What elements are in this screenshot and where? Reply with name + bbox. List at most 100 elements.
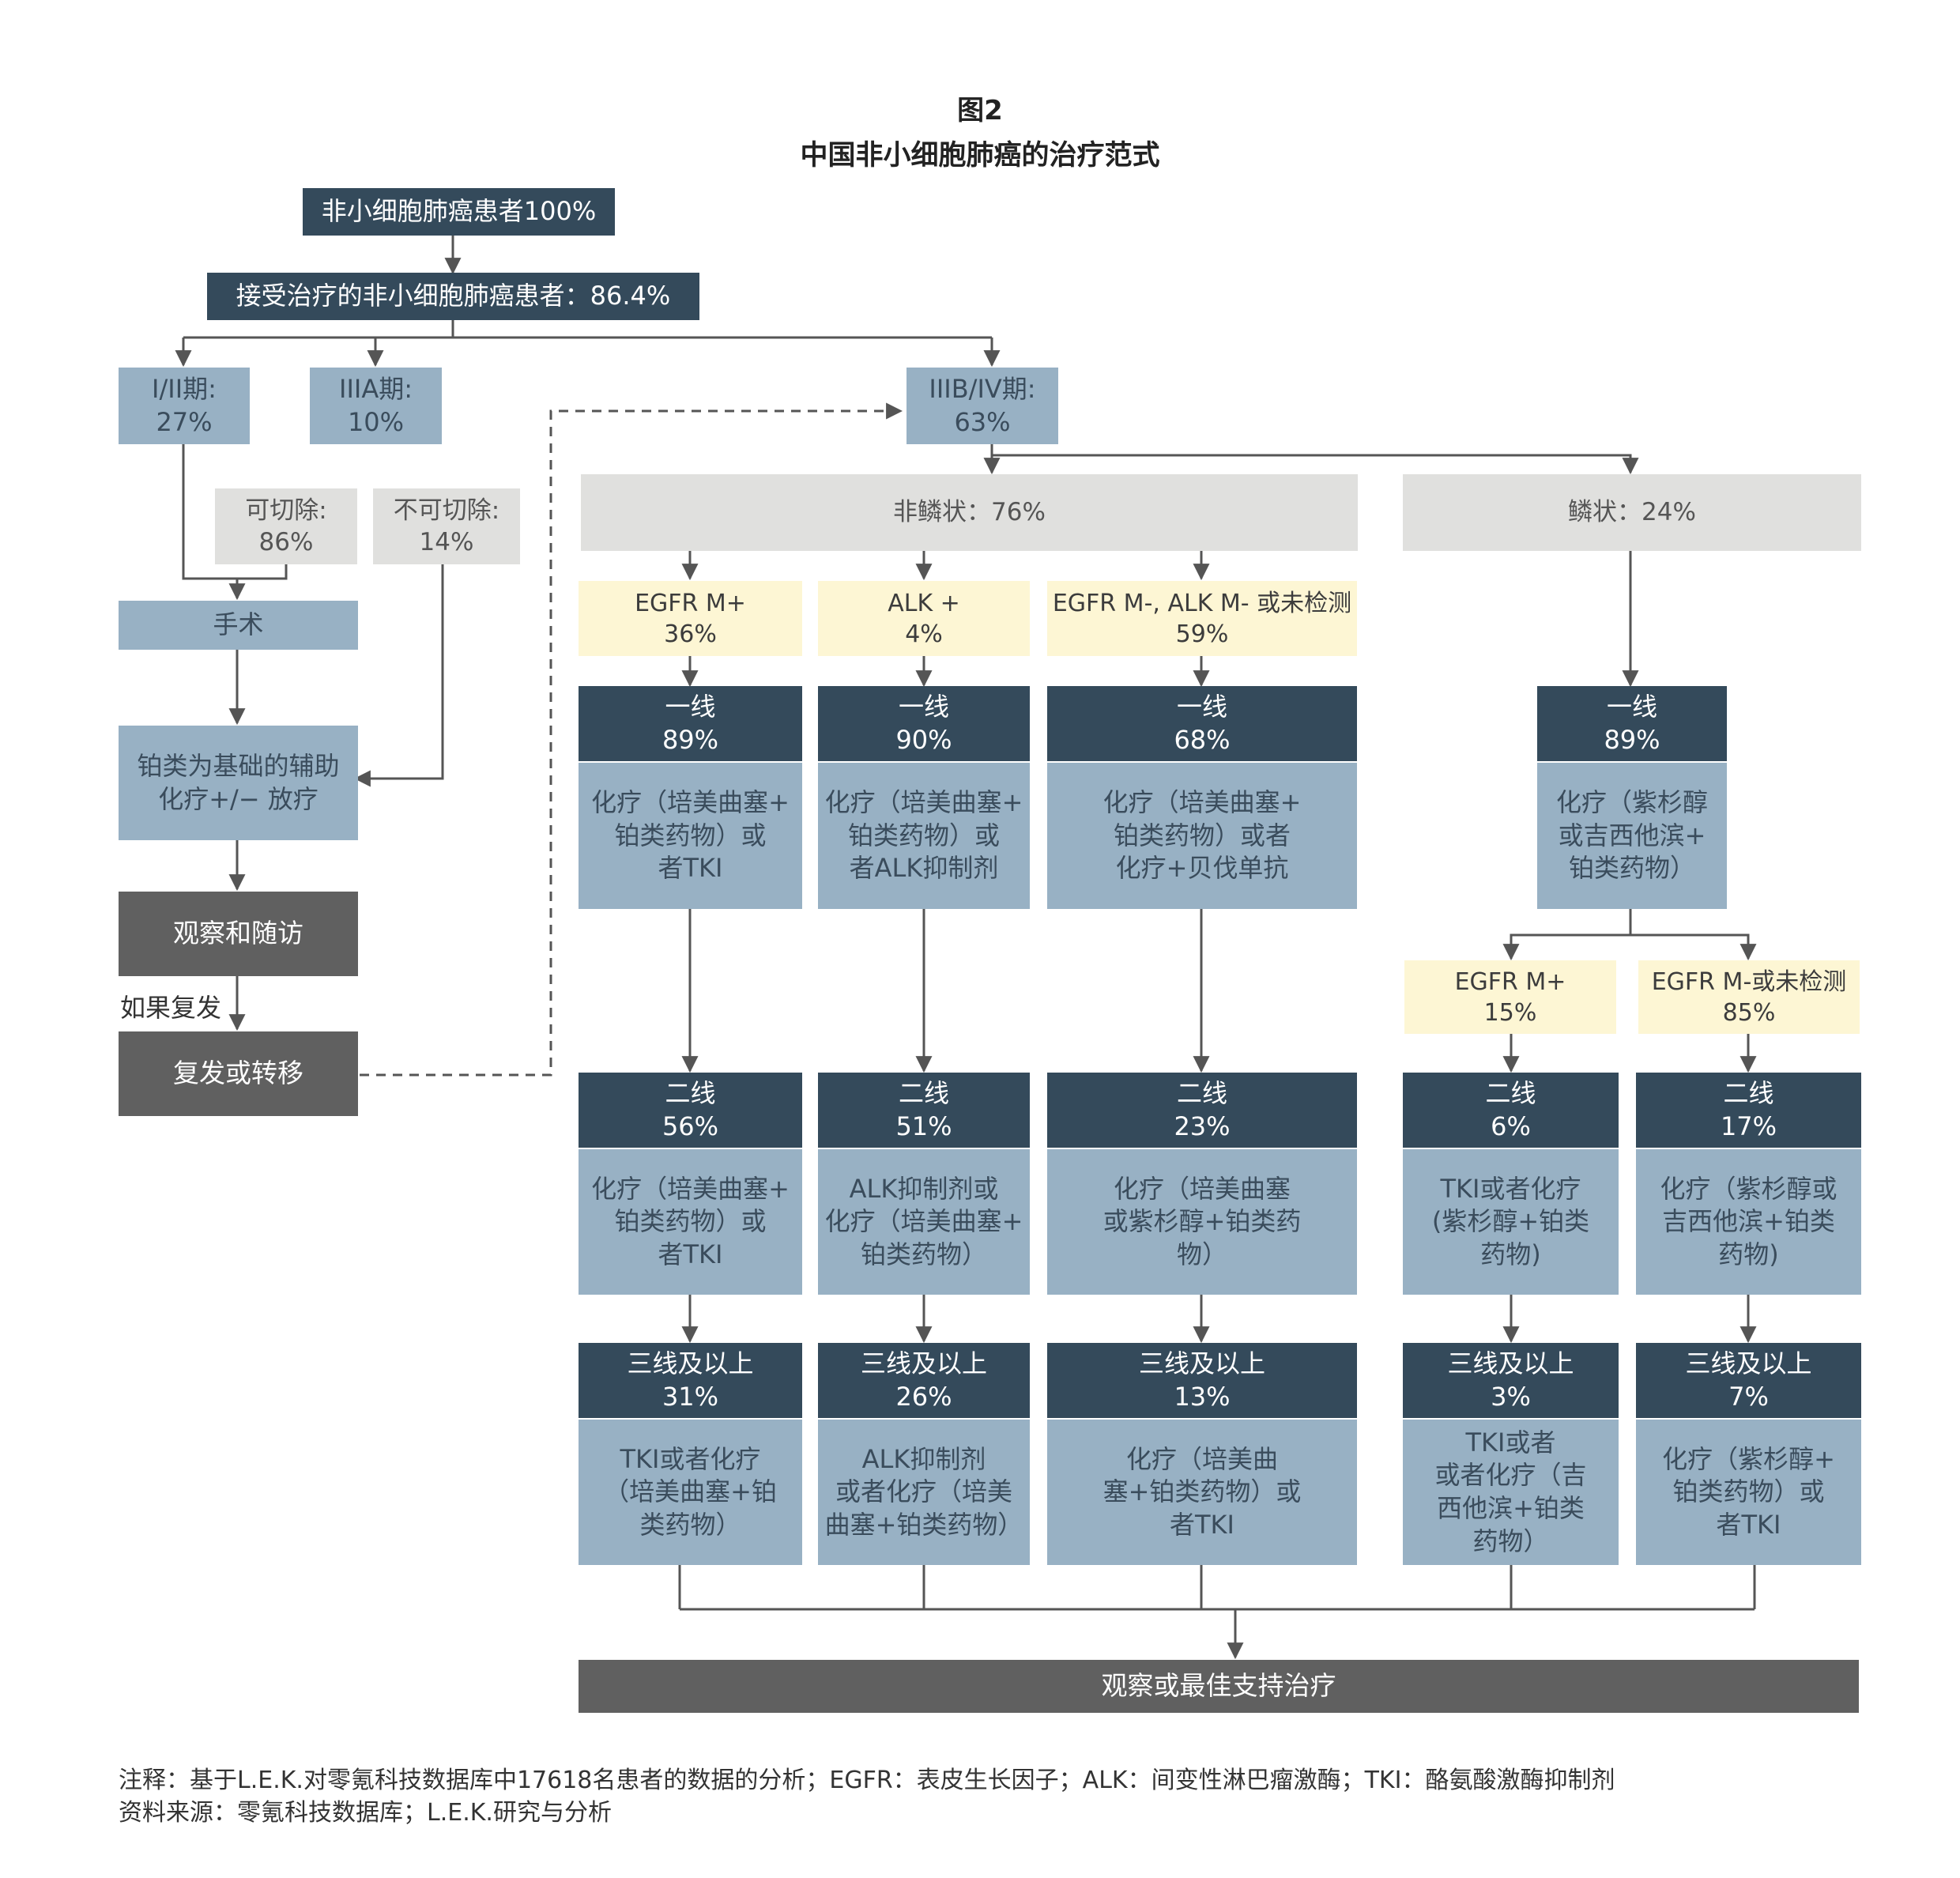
node-text-line: 63% — [954, 406, 1011, 437]
node-line1-alk-treatment: 化疗（培美曲塞+铂类药物）或者ALK抑制剂 — [818, 763, 1030, 909]
node-text-line: 三线及以上 — [1685, 1348, 1812, 1378]
footnote-source: 资料来源：零氪科技数据库；L.E.K.研究与分析 — [119, 1799, 612, 1827]
node-text-line: TKI或者化疗 — [620, 1443, 761, 1474]
node-text-line: EGFR M+ — [1454, 967, 1566, 996]
node-text-line: 4% — [905, 620, 943, 648]
node-text-line: 物） — [1176, 1239, 1227, 1269]
node-alk-positive: ALK + 4% — [818, 581, 1030, 656]
node-text-line: 或者化疗（培美 — [835, 1476, 1012, 1507]
line-stage12-surgery — [182, 444, 237, 580]
node-text-line: 一线 — [665, 691, 716, 722]
node-text-line: 鳞状：24% — [1568, 498, 1696, 527]
line-unresectable-adjuvant — [353, 563, 444, 787]
node-text-line: (紫杉醇+铂类 — [1431, 1206, 1590, 1237]
node-line2-sq-egfr-neg-treatment: 化疗（紫杉醇或吉西他滨+铂类药物) — [1636, 1149, 1861, 1295]
node-line3-sq-egfr-neg-treatment: 化疗（紫杉醇+铂类药物）或者TKI — [1636, 1420, 1861, 1565]
node-text-line: 非小细胞肺癌患者100% — [321, 196, 597, 227]
node-text-line: 铂类药物）或 — [614, 820, 767, 850]
node-text-line: 或紫杉醇+铂类药 — [1102, 1206, 1302, 1237]
node-surgery: 手术 — [119, 601, 358, 650]
node-text-line: 铂类药物）或 — [614, 1206, 767, 1237]
node-text-line: TKI或者化疗 — [1440, 1173, 1581, 1204]
node-text-line: 者TKI — [658, 853, 723, 884]
node-text-line: 90% — [895, 724, 952, 755]
node-text-line: 铂类药物）或 — [847, 820, 1000, 850]
node-text-line: ALK抑制剂或 — [849, 1173, 999, 1204]
node-line1-squamous-treatment: 化疗（紫杉醇或吉西他滨+铂类药物） — [1537, 763, 1727, 909]
node-text-line: 三线及以上 — [1447, 1348, 1574, 1378]
node-unresectable: 不可切除:14% — [373, 488, 520, 564]
node-text-line: 二线 — [1485, 1077, 1536, 1108]
node-text-line: ALK抑制剂 — [861, 1443, 986, 1474]
line-relapse-stage3b4 — [360, 402, 903, 1077]
node-text-line: 铂类药物） — [1568, 853, 1695, 884]
node-text-line: 23% — [1174, 1111, 1231, 1141]
node-text-line: 药物) — [1718, 1239, 1779, 1269]
node-text-line: 者TKI — [1170, 1509, 1234, 1540]
node-text-line: 不可切除: — [393, 496, 500, 525]
node-text-line: 51% — [895, 1111, 952, 1141]
node-text-line: 塞+铂类药物）或 — [1102, 1476, 1302, 1507]
node-text-line: （培美曲塞+铂 — [604, 1476, 777, 1507]
node-line3-neg-treatment: 化疗（培美曲塞+铂类药物）或者TKI — [1047, 1420, 1357, 1565]
node-text-line: 三线及以上 — [860, 1348, 987, 1378]
figure-title: 中国非小细胞肺癌的治疗范式 — [800, 140, 1160, 172]
node-text-line: 药物） — [1472, 1525, 1549, 1556]
node-text-line: IIIA期: — [339, 373, 413, 404]
node-text-line: 接受治疗的非小细胞肺癌患者：86.4% — [236, 281, 671, 311]
node-text-line: 复发或转移 — [173, 1058, 303, 1089]
node-line2-neg-treatment: 化疗（培美曲塞或紫杉醇+铂类药物） — [1047, 1149, 1357, 1295]
node-stage-3a: IIIA期:10% — [310, 368, 442, 444]
node-text-line: 三线及以上 — [1138, 1348, 1265, 1378]
node-text-line: 铂类为基础的辅助 — [137, 750, 340, 781]
node-observe-best-support: 观察或最佳支持治疗 — [579, 1660, 1859, 1713]
node-text-line: 或吉西他滨+ — [1558, 820, 1706, 850]
node-text-line: EGFR M+ — [635, 589, 746, 617]
node-text-line: 二线 — [665, 1077, 716, 1108]
node-text-line: 西他滨+铂类 — [1437, 1493, 1585, 1523]
node-text-line: 化疗（培美曲塞+ — [1102, 787, 1302, 818]
node-text-line: 36% — [664, 620, 717, 648]
line-resectable-surgery — [228, 563, 288, 601]
node-text-line: 化疗（培美曲塞+ — [824, 787, 1023, 818]
node-text-line: 化疗（培美曲 — [1125, 1443, 1278, 1474]
node-text-line: 10% — [347, 406, 405, 437]
node-text-line: 者ALK抑制剂 — [849, 853, 999, 884]
node-text-line: 7% — [1728, 1381, 1769, 1412]
node-text-line: 手术 — [213, 609, 264, 640]
node-text-line: 化疗（培美曲塞 — [1113, 1173, 1291, 1204]
node-text-line: 一线 — [1176, 691, 1227, 722]
node-text-line: 观察和随访 — [173, 918, 303, 949]
node-line2-egfr-treatment: 化疗（培美曲塞+铂类药物）或者TKI — [579, 1149, 802, 1295]
node-text-line: 铂类药物） — [860, 1239, 987, 1269]
node-text-line: I/II期: — [152, 373, 217, 404]
footnote-note: 注释：基于L.E.K.对零氪科技数据库中17618名患者的数据的分析；EGFR：… — [119, 1767, 1615, 1794]
node-text-line: 56% — [662, 1111, 719, 1141]
node-text-line: EGFR M-或未检测 — [1651, 967, 1847, 996]
node-text-line: 二线 — [1723, 1077, 1774, 1108]
node-all-patients: 非小细胞肺癌患者100% — [303, 188, 615, 236]
node-text-line: IIIB/IV期: — [929, 373, 1036, 404]
node-text-line: 观察或最佳支持治疗 — [1101, 1670, 1336, 1702]
node-text-line: 89% — [662, 724, 719, 755]
node-line2-alk-treatment: ALK抑制剂或化疗（培美曲塞+铂类药物） — [818, 1149, 1030, 1295]
node-line1-egfr-treatment: 化疗（培美曲塞+铂类药物）或者TKI — [579, 763, 802, 909]
node-line3-egfr-treatment: TKI或者化疗（培美曲塞+铂类药物） — [579, 1420, 802, 1565]
node-text-line: 化疗（培美曲塞+ — [591, 787, 790, 818]
node-text-line: 13% — [1174, 1381, 1231, 1412]
node-text-line: 或者化疗（吉 — [1434, 1460, 1587, 1491]
node-text-line: 85% — [1722, 998, 1776, 1027]
node-text-line: ALK + — [888, 589, 960, 617]
node-text-line: 31% — [662, 1381, 719, 1412]
node-line3-sq-egfr-pos-treatment: TKI或者或者化疗（吉西他滨+铂类药物） — [1403, 1420, 1619, 1565]
label-if-relapse: 如果复发 — [120, 993, 222, 1023]
